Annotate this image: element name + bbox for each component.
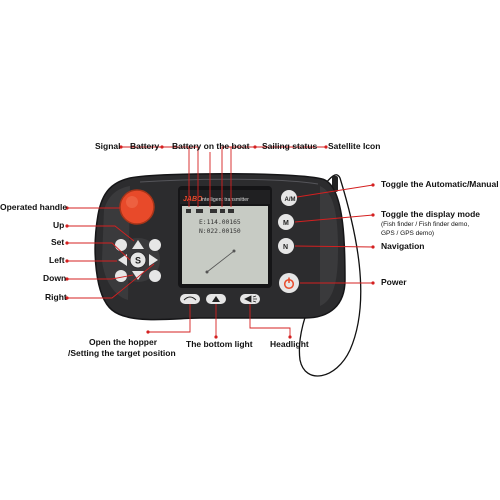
leader-navigation bbox=[294, 245, 374, 248]
label-navigation: Navigation bbox=[381, 241, 425, 251]
corner-button-tr[interactable] bbox=[149, 239, 161, 251]
label-power: Power bbox=[381, 277, 407, 287]
set-button-label: S bbox=[135, 256, 141, 266]
label-toggle-display-sub2: GPS / GPS demo) bbox=[381, 230, 435, 237]
leader-auto-manual bbox=[296, 184, 374, 198]
nav-button[interactable] bbox=[278, 238, 294, 254]
leader-set bbox=[67, 242, 131, 261]
mode-button[interactable] bbox=[278, 214, 294, 230]
label-satellite-icon: Satellite Icon bbox=[328, 141, 381, 151]
label-toggle-display-sub1: (Fish finder / Fish finder demo, bbox=[381, 221, 470, 228]
label-hopper-1: Open the hopper bbox=[89, 337, 157, 347]
handle-highlight bbox=[126, 196, 138, 208]
leader-endpoints bbox=[65, 145, 375, 339]
bottom-light-icon bbox=[212, 296, 220, 302]
label-bottom-light: The bottom light bbox=[186, 339, 253, 349]
label-headlight: Headlight bbox=[270, 339, 309, 349]
auto-manual-label: A/M bbox=[285, 197, 296, 203]
corner-button-bl[interactable] bbox=[115, 270, 127, 282]
screen-line-2: N:022.00150 bbox=[199, 228, 241, 235]
lanyard-strap bbox=[298, 174, 362, 377]
label-up: Up bbox=[53, 220, 65, 230]
brand-logo: JABO bbox=[183, 196, 203, 203]
dpad-down-button[interactable] bbox=[132, 271, 144, 280]
signal-indicator bbox=[186, 209, 191, 213]
lcd-screen bbox=[182, 206, 268, 284]
battery-indicator bbox=[196, 209, 203, 213]
label-battery: Battery bbox=[130, 141, 160, 151]
leader-up bbox=[67, 225, 135, 242]
leader-headlight bbox=[249, 304, 291, 337]
dpad-left-button[interactable] bbox=[118, 254, 127, 266]
sailing-status-indicator bbox=[220, 209, 225, 213]
label-toggle-display: Toggle the display mode bbox=[381, 209, 481, 219]
satellite-indicator bbox=[228, 209, 234, 213]
headlight-icon bbox=[244, 295, 257, 303]
corner-button-tl[interactable] bbox=[115, 239, 127, 251]
label-sailing-status: Sailing status bbox=[262, 141, 318, 151]
route-target bbox=[232, 249, 236, 253]
boat-battery-indicator bbox=[210, 209, 217, 213]
leader-satellite bbox=[230, 146, 326, 207]
leader-display bbox=[294, 214, 374, 223]
model-text: intelligent transmitter bbox=[201, 197, 249, 203]
screen-line-1: E:114.00165 bbox=[199, 219, 241, 226]
operated-handle[interactable] bbox=[119, 189, 155, 225]
leader-down bbox=[67, 274, 134, 280]
mode-button-label: M bbox=[283, 220, 289, 227]
leader-lines bbox=[67, 146, 374, 337]
label-down: Down bbox=[43, 273, 67, 283]
auto-manual-button[interactable] bbox=[281, 190, 297, 206]
corner-button-br[interactable] bbox=[149, 270, 161, 282]
leader-right bbox=[67, 263, 155, 299]
screen-header bbox=[180, 190, 270, 204]
body-highlight bbox=[139, 178, 319, 185]
label-battery-boat: Battery on the boat bbox=[172, 141, 250, 151]
dpad-up-button[interactable] bbox=[132, 240, 144, 249]
label-left: Left bbox=[49, 255, 65, 265]
label-right: Right bbox=[45, 292, 67, 302]
route-line bbox=[206, 250, 235, 273]
label-hopper-2: /Setting the target position bbox=[68, 348, 176, 358]
route-start bbox=[205, 270, 209, 274]
dpad-right-button[interactable] bbox=[149, 254, 158, 266]
label-toggle-auto-manual: Toggle the Automatic/Manual bbox=[381, 179, 499, 189]
leader-battery bbox=[162, 146, 199, 207]
label-signal: Signal bbox=[95, 141, 121, 151]
hopper-button[interactable] bbox=[180, 294, 200, 304]
label-set: Set bbox=[51, 237, 65, 247]
hopper-icon bbox=[183, 296, 197, 301]
label-operated-handle: Operated handle bbox=[0, 202, 68, 212]
nav-button-label: N bbox=[283, 244, 288, 251]
leader-hopper bbox=[148, 304, 191, 333]
